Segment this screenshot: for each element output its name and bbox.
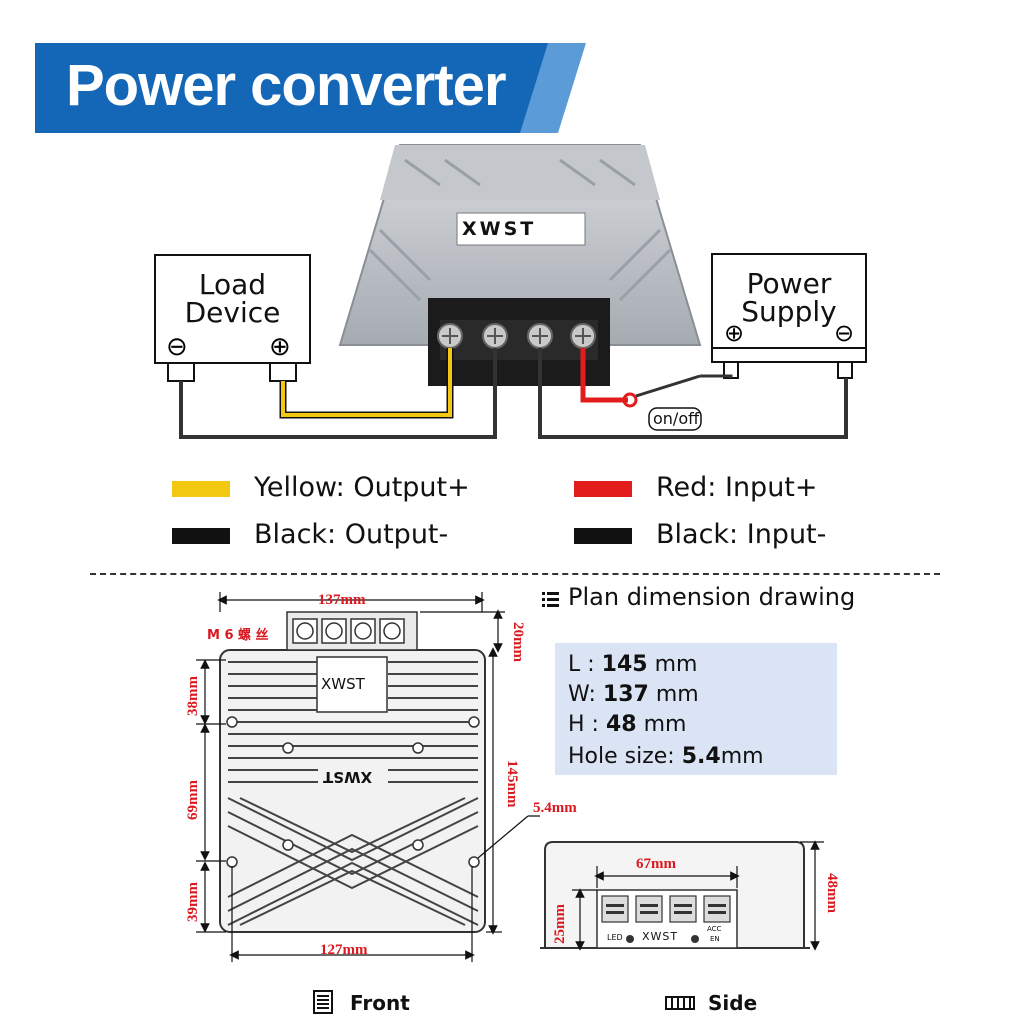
load-device-box xyxy=(154,254,311,364)
front-brand-label: XWST xyxy=(321,675,365,693)
spec-height-value: 48 xyxy=(605,712,637,737)
power-supply-box xyxy=(711,253,867,349)
legend-swatch-black-input xyxy=(574,528,632,544)
screw-note: M 6 螺 丝 xyxy=(207,628,269,643)
dim-width-top: 137mm xyxy=(318,592,366,608)
side-view-icon xyxy=(665,996,695,1010)
switch-lever xyxy=(635,374,701,398)
spec-hole-label: Hole size: xyxy=(568,744,675,769)
spec-width-unit: mm xyxy=(655,682,699,707)
spec-length: L : 145 mm xyxy=(568,652,697,677)
legend-swatch-yellow xyxy=(172,481,230,497)
converter-unit xyxy=(338,144,702,346)
legend-black-input-minus: Black: Input- xyxy=(656,519,827,550)
front-view-drawing xyxy=(196,592,540,962)
black-input-wire xyxy=(538,348,848,439)
legend-red-input-plus: Red: Input+ xyxy=(656,472,818,503)
banner-accent-stripe xyxy=(520,43,586,133)
spec-hole-unit: mm xyxy=(720,744,764,769)
spec-hole-value: 5.4 xyxy=(681,744,721,769)
switch-label: on/off xyxy=(653,409,700,428)
spec-length-unit: mm xyxy=(654,652,698,677)
power-supply-label-line2: Supply xyxy=(741,295,837,328)
spec-height-label: H : xyxy=(568,712,599,737)
yellow-wire xyxy=(281,348,452,417)
converter-brand-label: XWST xyxy=(462,218,537,240)
minus-icon: ⊖ xyxy=(834,320,855,347)
side-view-drawing xyxy=(540,840,824,951)
front-brand-mirrored: XWST xyxy=(323,768,373,786)
spec-width-label: W: xyxy=(568,682,596,707)
dim-right-total: 145mm xyxy=(504,760,520,808)
side-dim-width: 67mm xyxy=(636,856,676,872)
front-caption: Front xyxy=(350,991,410,1015)
spec-width-value: 137 xyxy=(602,682,649,707)
legend-swatch-red xyxy=(574,481,632,497)
load-device-label-line2: Device xyxy=(184,296,281,329)
minus-icon: ⊖ xyxy=(166,331,188,361)
wiring-diagram xyxy=(154,144,867,439)
section-divider xyxy=(90,573,940,575)
legend-yellow-output-plus: Yellow: Output+ xyxy=(254,472,470,503)
page-title: Power converter xyxy=(66,53,507,118)
list-icon xyxy=(542,592,559,607)
spec-hole-size: Hole size: 5.4mm xyxy=(568,744,764,769)
plus-icon: ⊕ xyxy=(724,320,745,347)
side-brand-label: XWST xyxy=(642,930,679,943)
dim-left-top: 38mm xyxy=(185,676,201,716)
dim-left-mid: 69mm xyxy=(185,780,201,820)
dim-terminal-height: 20mm xyxy=(510,622,526,662)
spec-box xyxy=(555,643,837,775)
spec-length-label: L : xyxy=(568,652,595,677)
side-led-label: LED xyxy=(607,933,623,942)
front-view-icon xyxy=(313,990,333,1014)
side-acc-label: ACC xyxy=(707,925,722,933)
title-banner xyxy=(35,43,555,133)
side-dim-height-total: 48mm xyxy=(824,873,840,913)
plan-title: Plan dimension drawing xyxy=(568,583,856,611)
dim-left-bottom: 39mm xyxy=(185,882,201,922)
red-wire xyxy=(580,348,628,403)
power-supply-label-line1: Power xyxy=(746,267,832,300)
black-output-wire xyxy=(179,348,497,439)
side-en-label: EN xyxy=(710,935,720,943)
legend-swatch-black-output xyxy=(172,528,230,544)
load-device-label-line1: Load xyxy=(198,268,267,301)
dim-hole: 5.4mm xyxy=(533,800,577,816)
legend-black-output-minus: Black: Output- xyxy=(254,519,449,550)
dim-width-bottom: 127mm xyxy=(320,942,368,958)
terminal-block xyxy=(428,298,610,386)
spec-length-value: 145 xyxy=(601,652,648,677)
spec-height: H : 48 mm xyxy=(568,712,686,737)
spec-height-unit: mm xyxy=(643,712,687,737)
side-caption: Side xyxy=(708,991,758,1015)
plus-icon: ⊕ xyxy=(269,331,291,361)
side-dim-height-terminal: 25mm xyxy=(552,904,568,944)
spec-width: W: 137 mm xyxy=(568,682,699,707)
